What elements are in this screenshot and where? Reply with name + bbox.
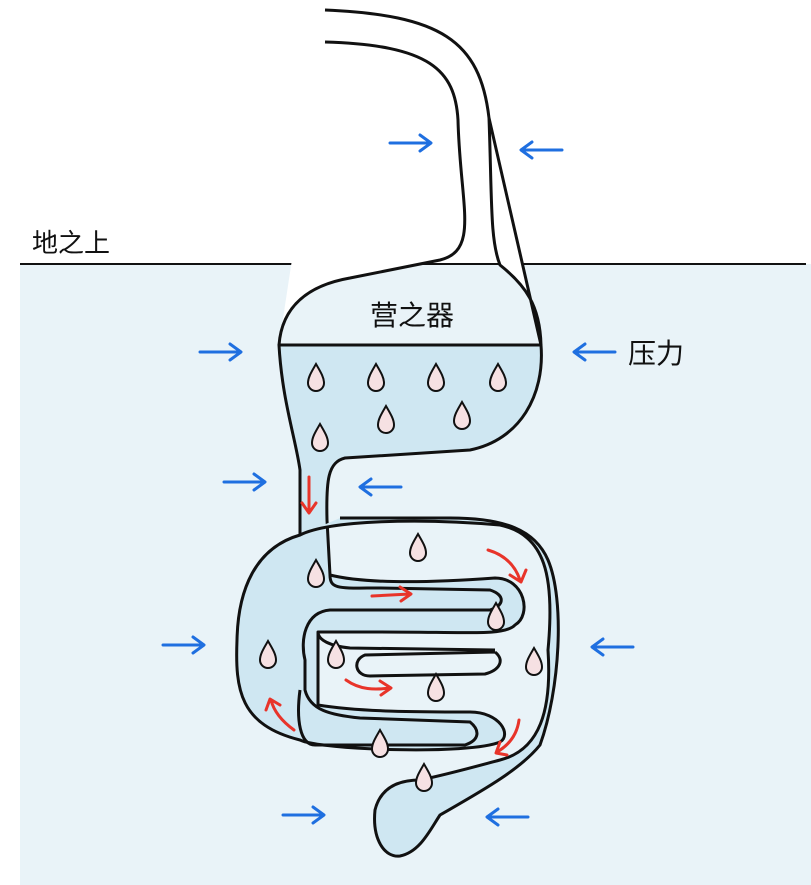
pressure-label: 压力 [628, 337, 684, 370]
arrow-icon [161, 635, 206, 655]
arrow-icon [485, 807, 530, 827]
arrow-icon [222, 472, 267, 492]
arrow-icon [388, 133, 433, 153]
intestine-outer-loop [299, 516, 560, 858]
arrow-icon [572, 342, 617, 362]
organ-label: 营之器 [370, 299, 454, 332]
arrow-icon [358, 477, 403, 497]
stomach-top [277, 8, 543, 346]
flow-arrows [264, 475, 528, 757]
curved-arrow-icon [494, 718, 521, 757]
curved-arrow-icon [300, 475, 318, 515]
curved-arrow-icon [486, 548, 528, 584]
curved-arrow-icon [370, 585, 413, 603]
arrow-icon [198, 342, 243, 362]
curved-arrow-icon [344, 678, 393, 697]
intestine-center-fold [316, 631, 502, 678]
pressure-arrows [161, 133, 635, 827]
arrow-icon [519, 140, 564, 160]
arrow-icon [590, 637, 635, 657]
arrow-icon [281, 805, 326, 825]
ground-label: 地之上 [32, 229, 110, 259]
curved-arrow-icon [264, 697, 296, 732]
intestine-inner-folds [297, 574, 503, 747]
